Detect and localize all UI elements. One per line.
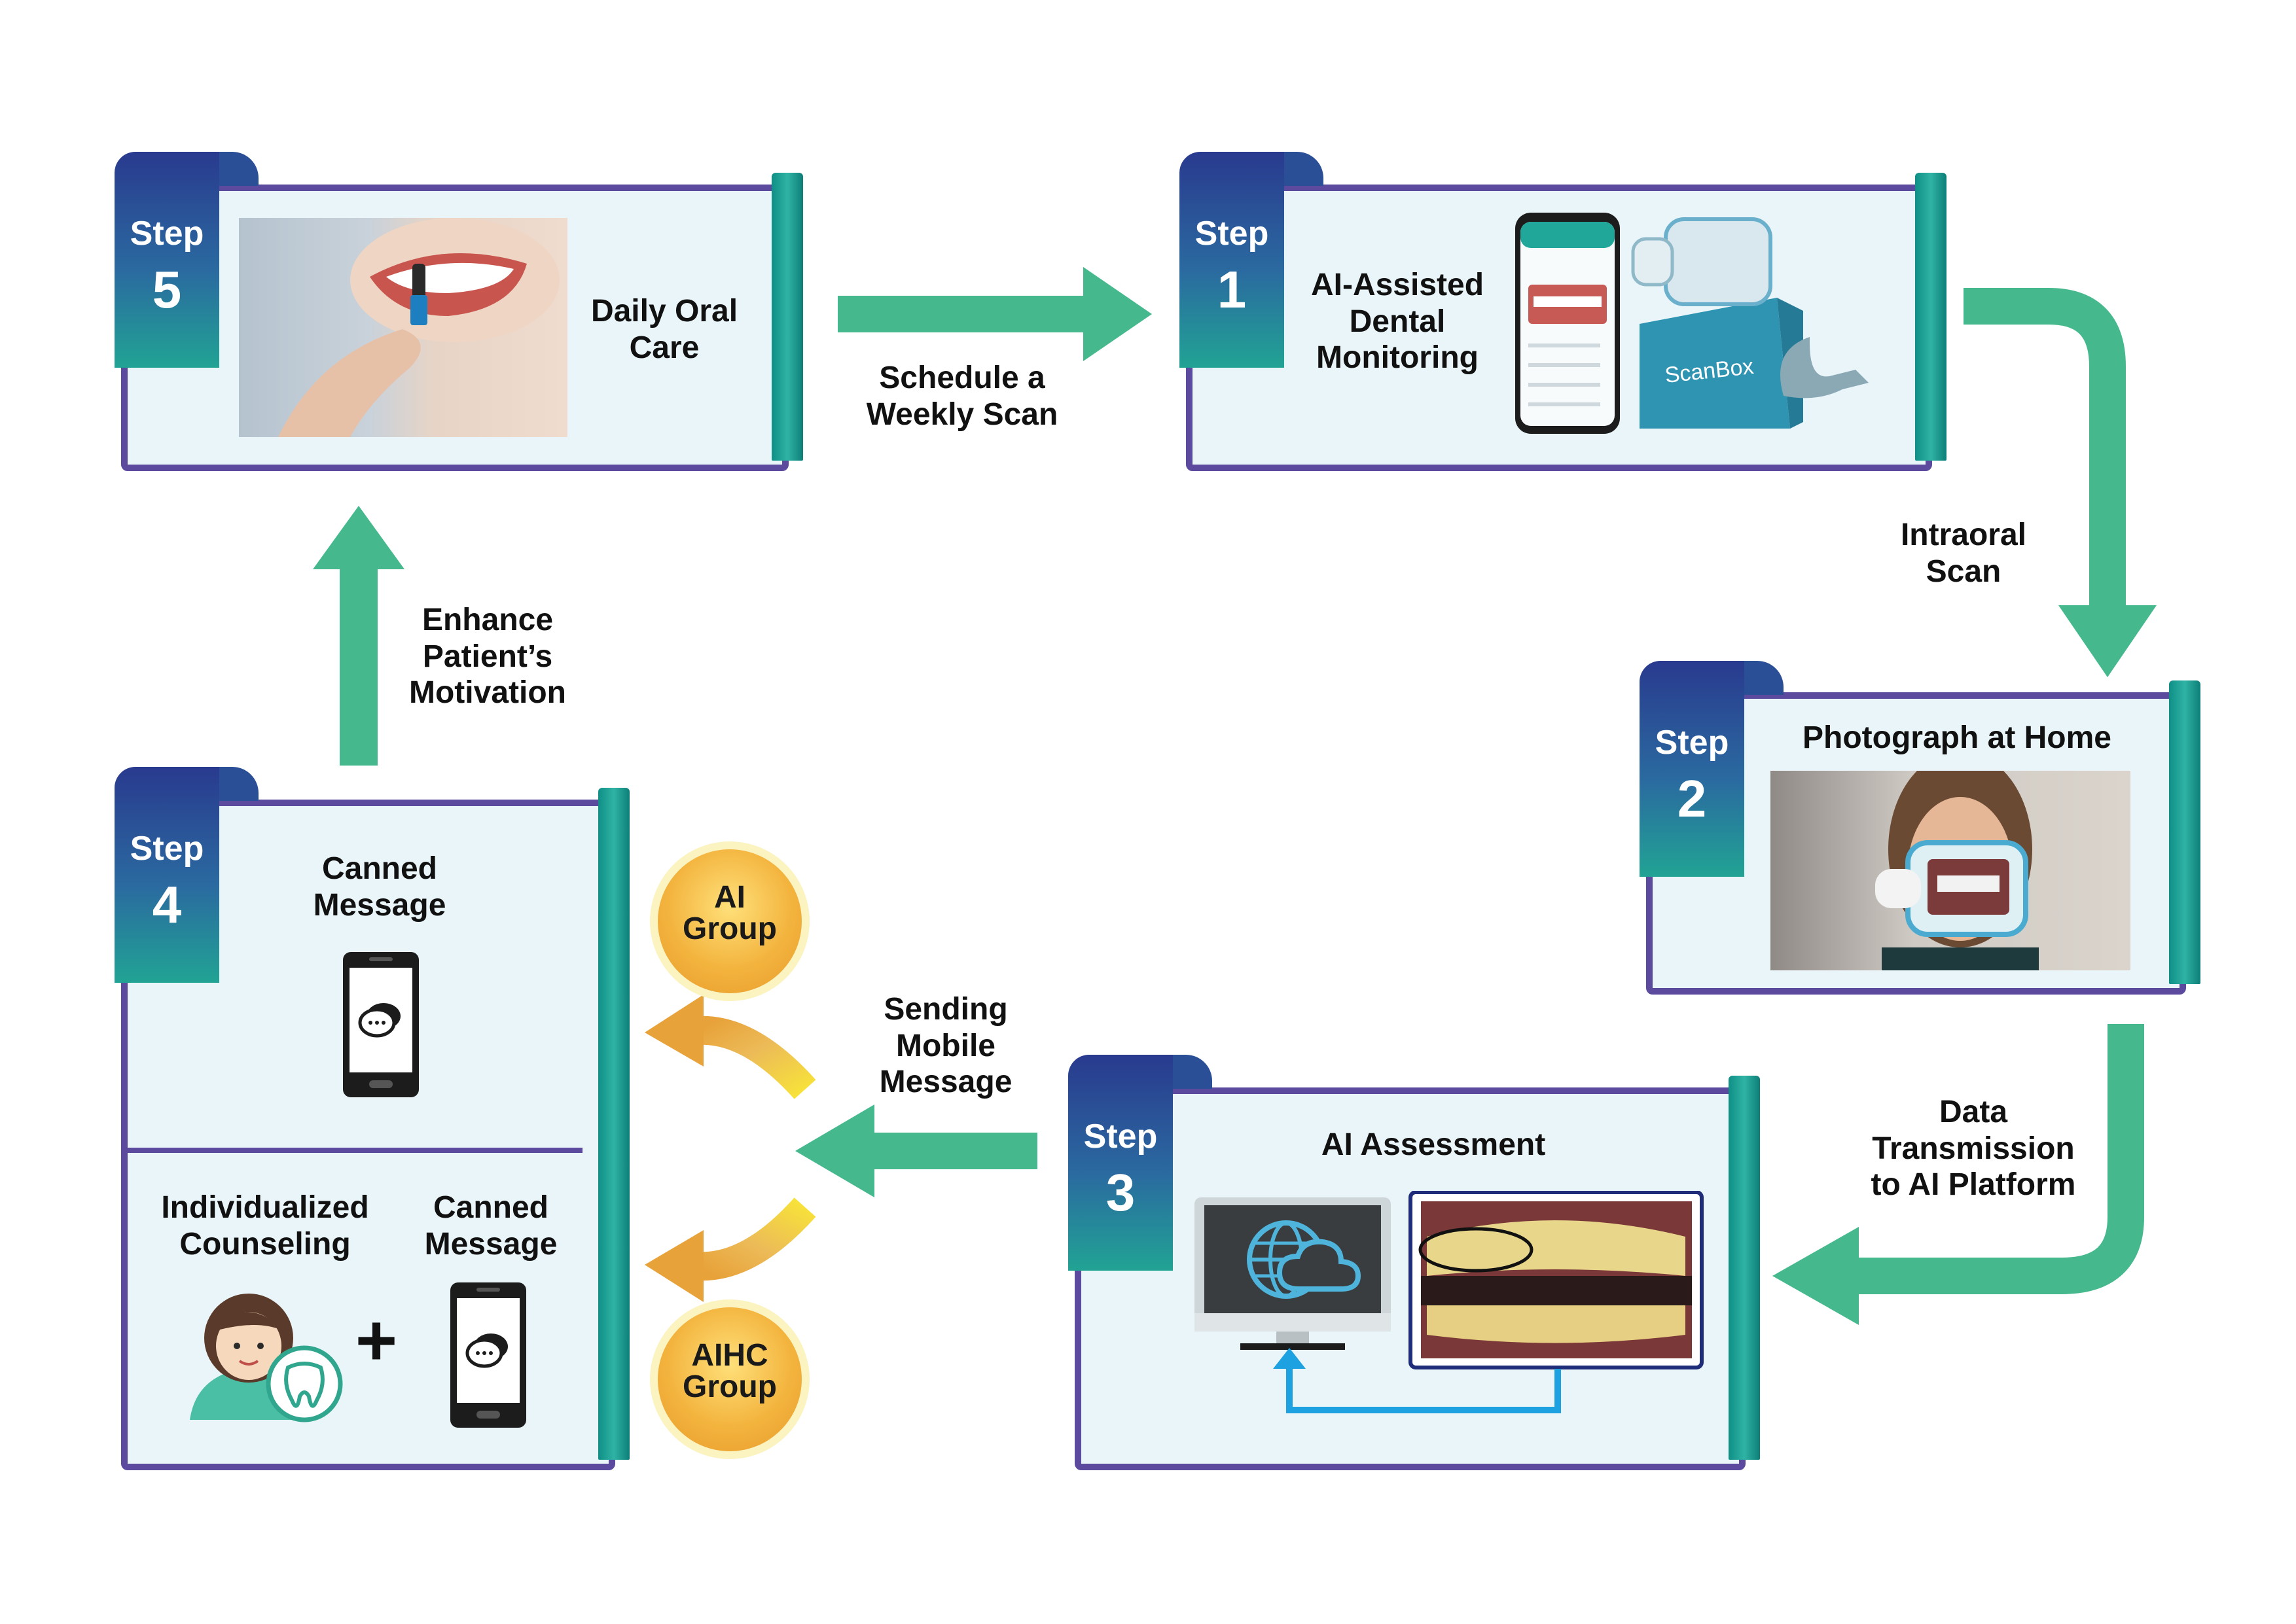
woman-illustration	[1875, 771, 2039, 970]
step1-tab: Step 1	[1179, 152, 1323, 368]
step4-card	[121, 788, 630, 1470]
ai-assessment-visual	[1194, 1191, 1704, 1413]
step4-ribbon	[598, 788, 630, 1460]
step5-tab: Step 5	[115, 152, 259, 368]
step4-bottom-left-title: Individualized Counseling	[161, 1190, 369, 1262]
step1-title: AI-Assisted Dental Monitoring	[1310, 268, 1484, 376]
step5-number: 5	[152, 260, 182, 319]
step2-tab: Step 2	[1640, 661, 1784, 877]
plus-sign: +	[355, 1300, 398, 1381]
arrow-sending	[795, 1104, 1037, 1197]
smartphone-chat-icon-2	[450, 1282, 526, 1428]
step3-word: Step	[1083, 1118, 1158, 1156]
tooth-icon	[266, 1345, 343, 1422]
step5-ribbon	[772, 173, 803, 461]
gold-arrow-ai-group	[645, 995, 816, 1099]
arrow-schedule	[838, 267, 1152, 361]
step4-divider	[128, 1148, 583, 1153]
scanbox-illustration: ScanBox	[1515, 213, 1869, 434]
teeth-photo	[1408, 1191, 1704, 1369]
step4-top-title: Canned Message	[313, 851, 446, 923]
arrow-motivation	[313, 506, 404, 766]
step1-number: 1	[1217, 260, 1247, 319]
step1-word: Step	[1194, 215, 1269, 253]
label-transmission: Data Transmission to AI Platform	[1871, 1095, 2076, 1203]
label-sending: Sending Mobile Message	[879, 992, 1013, 1100]
brushing-teeth-photo	[239, 218, 567, 437]
aihc-group-badge: AIHC Group	[658, 1307, 802, 1451]
step4-number: 4	[152, 875, 182, 934]
step4-tab: Step 4	[115, 767, 259, 983]
label-intraoral: Intraoral Scan	[1900, 518, 2027, 589]
label-schedule: Schedule a Weekly Scan	[866, 361, 1058, 432]
brushing-illustration	[278, 218, 560, 437]
step2-number: 2	[1677, 769, 1707, 828]
step3-title: AI Assessment	[1321, 1127, 1546, 1162]
arrow-intraoral	[1964, 288, 2157, 677]
step4-bottom-right-title: Canned Message	[424, 1190, 558, 1262]
arrow-transmission	[1772, 1024, 2144, 1325]
gold-arrow-aihc-group	[645, 1197, 816, 1302]
step3-tab: Step 3	[1068, 1055, 1212, 1271]
step3-ribbon	[1729, 1076, 1760, 1460]
step5-title: Daily Oral Care	[590, 294, 738, 365]
home-photo-woman-with-scanbox	[1770, 771, 2130, 970]
feedback-loop-arrow	[1286, 1364, 1561, 1413]
smartphone-chat-icon	[343, 952, 419, 1097]
monitor-globe-cloud-icon	[1194, 1197, 1391, 1350]
step3-number: 3	[1105, 1163, 1136, 1222]
step2-ribbon	[2169, 680, 2200, 984]
nurse-avatar-icon	[190, 1294, 343, 1422]
step4-word: Step	[130, 830, 204, 868]
step1-ribbon	[1915, 173, 1946, 461]
ai-group-badge: AI Group	[658, 849, 802, 993]
step5-word: Step	[130, 215, 204, 253]
label-motivation: Enhance Patient’s Motivation	[409, 603, 566, 711]
step2-title: Photograph at Home	[1802, 720, 2111, 755]
step2-word: Step	[1655, 724, 1729, 762]
monitoring-app-and-scanbox: ScanBox	[1515, 213, 1882, 435]
